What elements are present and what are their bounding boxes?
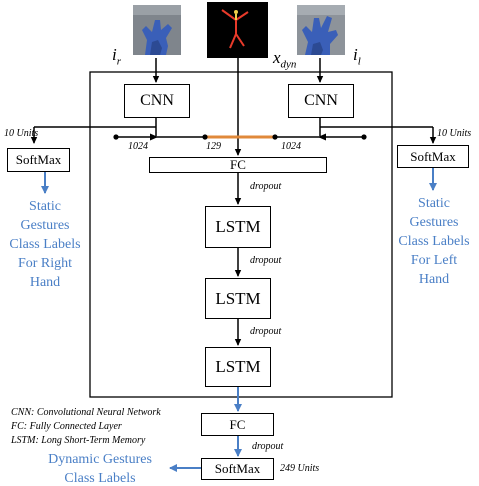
lstm-block-1: LSTM	[205, 206, 271, 248]
input-label-right-hand: ir	[112, 45, 122, 68]
cnn-block-left-hand: CNN	[288, 84, 354, 118]
softmax-block-left: SoftMax	[7, 148, 70, 172]
input-label-left-hand: il	[353, 45, 361, 68]
right-hand-image	[133, 5, 181, 55]
dropout-label-4: dropout	[252, 441, 284, 452]
units-label-right: 10 Units	[437, 128, 472, 139]
fc-block-outer: FC	[201, 413, 274, 436]
dropout-label-1: dropout	[250, 181, 282, 192]
dim-label-right: 1024	[281, 141, 301, 152]
input-label-skeleton: xdyn	[273, 48, 297, 71]
fc-block-inner: FC	[149, 157, 327, 173]
network-container	[89, 71, 393, 398]
units-label-left: 10 Units	[4, 128, 39, 139]
dropout-label-3: dropout	[250, 326, 282, 337]
cnn-block-right-hand: CNN	[124, 84, 190, 118]
lstm-block-3: LSTM	[205, 347, 271, 387]
legend-lstm: LSTM: Long Short-Term Memory	[11, 435, 146, 446]
legend-fc: FC: Fully Connected Layer	[11, 421, 122, 432]
softmax-block-bottom: SoftMax	[201, 458, 274, 480]
static-labels-right-hand: Static Gestures Class Labels For Right H…	[9, 199, 81, 290]
dim-label-mid: 129	[206, 141, 221, 152]
dynamic-labels: Dynamic Gestures Class Labels	[48, 452, 152, 486]
static-labels-left-hand: Static Gestures Class Labels For Left Ha…	[398, 196, 470, 287]
softmax-block-right: SoftMax	[397, 145, 469, 168]
left-hand-image	[297, 5, 345, 55]
lstm-block-2: LSTM	[205, 278, 271, 319]
legend-cnn: CNN: Convolutional Neural Network	[11, 407, 161, 418]
dropout-label-2: dropout	[250, 255, 282, 266]
skeleton-image	[207, 2, 268, 58]
dim-label-left: 1024	[128, 141, 148, 152]
units-label-bottom: 249 Units	[280, 463, 320, 474]
